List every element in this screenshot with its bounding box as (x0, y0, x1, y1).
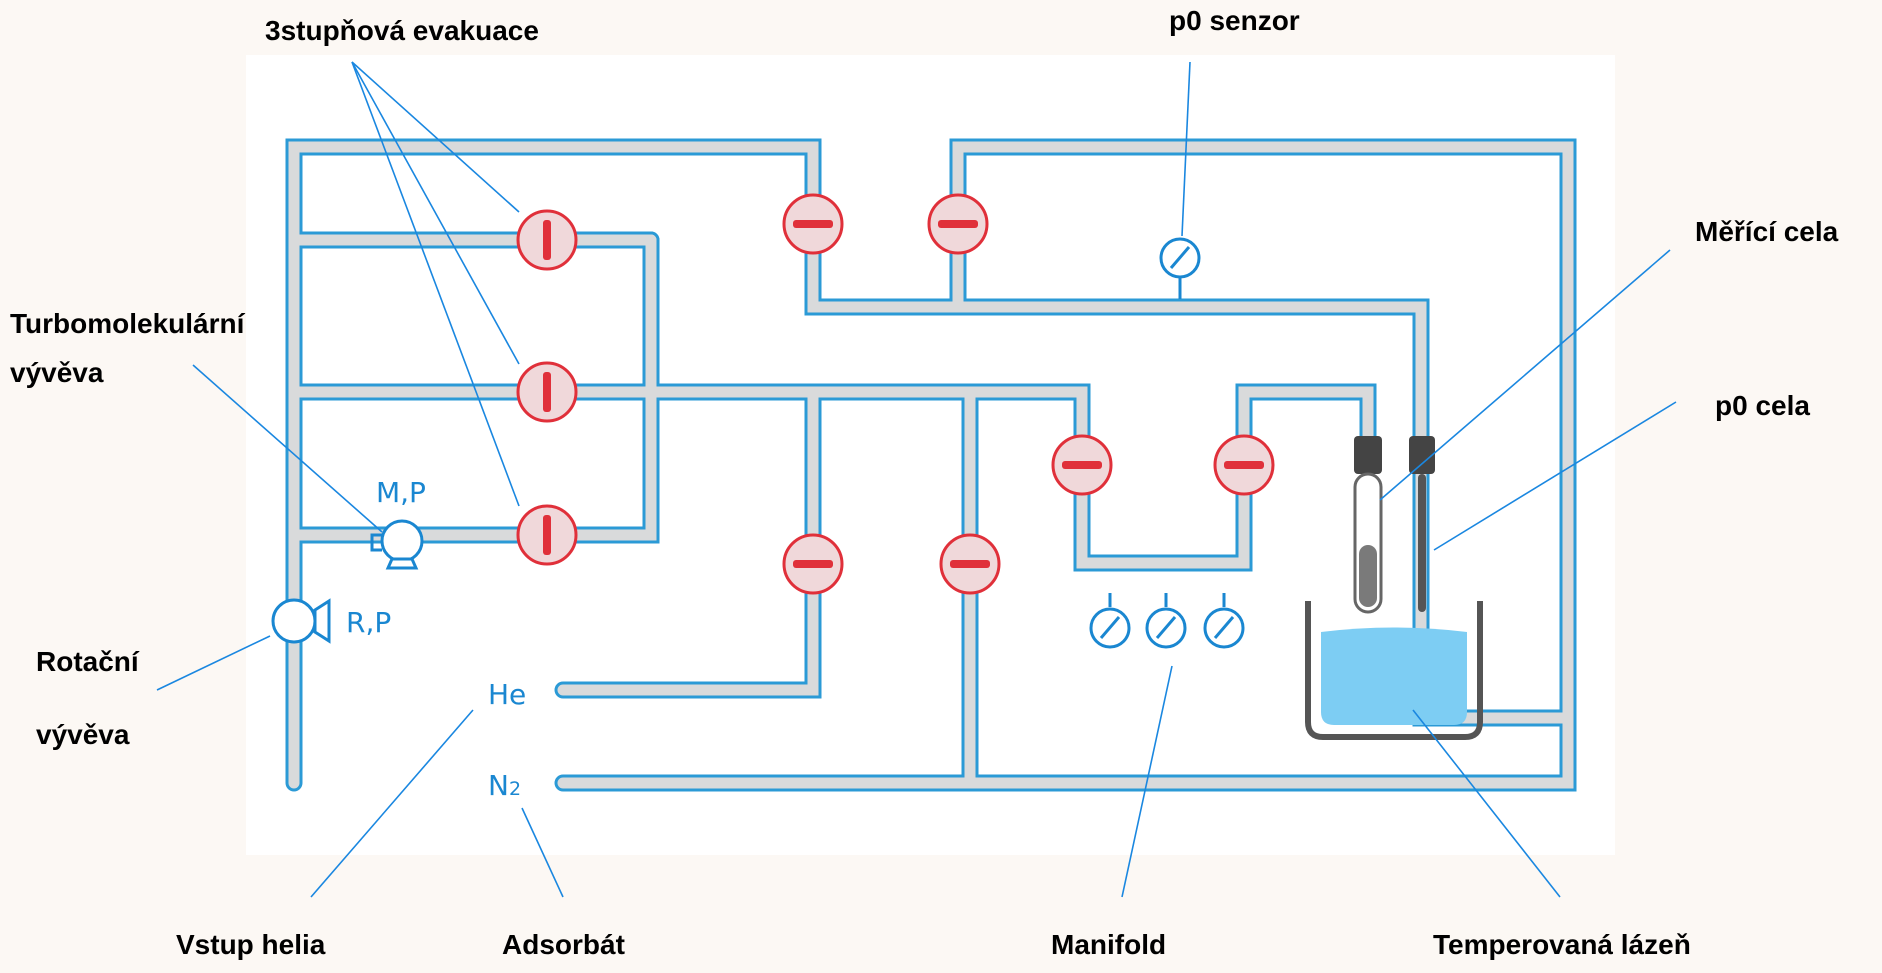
helium-label: He (488, 678, 526, 711)
valve-closed (1213, 434, 1275, 496)
rp-pump-label: R,P (346, 606, 391, 639)
callout-rotary-pump-line1: Rotační (36, 646, 140, 677)
callout-turbo-pump-line1: Turbomolekulární (10, 308, 246, 339)
p0-cell (1409, 436, 1435, 612)
pipe-network (285, 138, 1577, 792)
callout-adsorbate: Adsorbát (502, 929, 625, 960)
valve-vertical-bar-icon (543, 220, 551, 260)
callout-measuring-cell: Měřící cela (1695, 216, 1839, 247)
callout-turbo-pump-line2: vývěva (10, 357, 104, 388)
valve-closed (782, 533, 844, 595)
callout-evacuation: 3stupňová evakuace (265, 15, 539, 46)
turbomolecular-pump: M,P (370, 476, 426, 570)
valve-open (516, 361, 578, 423)
callout-thermostat-bath: Temperovaná lázeň (1433, 929, 1691, 960)
valve-closed (782, 193, 844, 255)
valve-open (516, 504, 578, 566)
callout-helium-inlet: Vstup helia (176, 929, 326, 960)
valve-horizontal-bar-icon (950, 560, 990, 568)
valve-horizontal-bar-icon (938, 220, 978, 228)
measuring-cell (1353, 436, 1383, 614)
rotary-pump: R,P (271, 598, 391, 644)
mp-pump-label: M,P (376, 476, 426, 509)
nitrogen-label: N2 (488, 769, 521, 802)
valve-horizontal-bar-icon (793, 560, 833, 568)
thermostat-bath (1305, 601, 1483, 740)
valve-horizontal-bar-icon (1224, 461, 1264, 469)
pump-icon (271, 598, 331, 644)
valve-closed (927, 193, 989, 255)
valve-vertical-bar-icon (543, 515, 551, 555)
valve-closed (939, 533, 1001, 595)
pressure-gauge-icon (1145, 593, 1187, 649)
valve-open (516, 209, 578, 271)
valve-vertical-bar-icon (543, 372, 551, 412)
pressure-gauge-icon (1159, 237, 1201, 299)
pressure-gauge-icon (1089, 593, 1131, 649)
leader-lines (156, 61, 1677, 898)
callout-p0-sensor: p0 senzor (1169, 5, 1300, 36)
callout-p0-cell: p0 cela (1715, 390, 1810, 421)
pump-icon (370, 519, 424, 570)
valve-horizontal-bar-icon (1062, 461, 1102, 469)
callout-rotary-pump-line2: vývěva (36, 719, 130, 750)
pressure-gauge-icon (1203, 593, 1245, 649)
callout-manifold: Manifold (1051, 929, 1166, 960)
valve-horizontal-bar-icon (793, 220, 833, 228)
valve-closed (1051, 434, 1113, 496)
